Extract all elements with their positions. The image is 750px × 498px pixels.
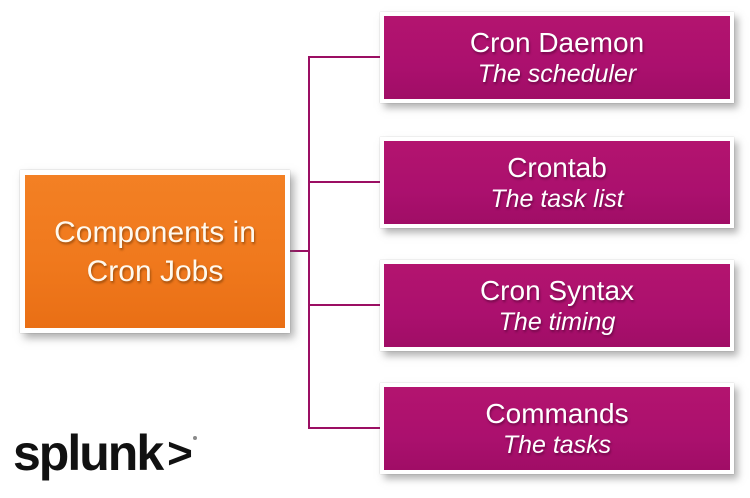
splunk-logo-wordmark: splunk: [13, 425, 164, 481]
node-subtitle: The task list: [490, 185, 624, 213]
node-title: Cron Syntax: [479, 275, 635, 306]
connector-root-stub: [290, 250, 308, 252]
node-cron-syntax: Cron Syntax The timing: [380, 260, 734, 351]
connector-branch-crontab: [308, 181, 381, 183]
root-node-title: Components in Cron Jobs: [54, 215, 256, 288]
node-title: Commands: [485, 398, 629, 429]
node-title: Cron Daemon: [469, 27, 645, 58]
node-subtitle: The scheduler: [477, 60, 637, 88]
node-title: Crontab: [507, 152, 607, 183]
connector-trunk-line: [308, 57, 310, 429]
node-subtitle: The tasks: [502, 431, 612, 459]
connector-branch-cron-syntax: [308, 304, 381, 306]
node-crontab: Crontab The task list: [380, 137, 734, 228]
connector-branch-cron-daemon: [308, 56, 381, 58]
splunk-chevron-icon: >: [167, 429, 193, 478]
node-subtitle: The timing: [498, 308, 616, 336]
connector-branch-commands: [308, 427, 381, 429]
node-cron-daemon: Cron Daemon The scheduler: [380, 12, 734, 103]
registered-trademark-dot: [192, 436, 197, 440]
splunk-logo: splunk >: [13, 424, 197, 482]
node-commands: Commands The tasks: [380, 383, 734, 474]
root-node-components-in-cron-jobs: Components in Cron Jobs: [20, 170, 290, 333]
